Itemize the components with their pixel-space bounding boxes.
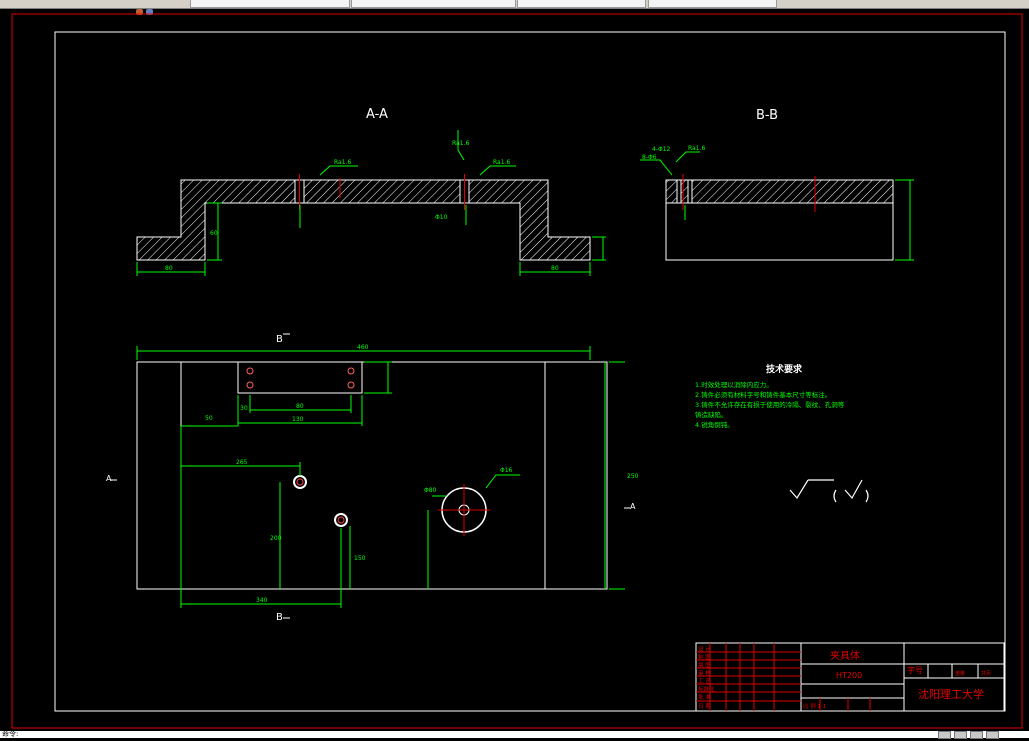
properties-icon[interactable] xyxy=(146,9,153,15)
slot-hole-2 xyxy=(246,381,254,389)
tab-1[interactable] xyxy=(190,0,350,8)
sheet-inner-border xyxy=(54,31,1006,712)
command-line[interactable]: 命令: xyxy=(0,730,1029,741)
plan-dim-left-step: 50 xyxy=(205,415,213,422)
tech-req-line-5: 4.锐角倒钝。 xyxy=(695,420,734,429)
tb-row-3: 描 图 xyxy=(698,661,711,669)
tb-row-5: 工 艺 xyxy=(698,678,711,685)
plan-dim-hole-x1: 265 xyxy=(236,459,248,466)
section-bb-body xyxy=(665,202,894,261)
tb-material: HT200 xyxy=(836,671,862,680)
view-a-mark-left: A xyxy=(106,474,112,483)
bb-hole-b xyxy=(687,179,693,204)
tech-req-line-1: 1.时效处理以消除内应力。 xyxy=(695,380,773,389)
command-prompt: 命令: xyxy=(2,730,19,738)
tb-row-8: 日 期 xyxy=(698,703,711,710)
slot-hole-1 xyxy=(246,367,254,375)
roughness-symbol xyxy=(789,479,869,503)
plan-dim-big-hole: Φ80 xyxy=(424,487,437,494)
slot-hole-3 xyxy=(347,367,355,375)
slot-hole-4 xyxy=(347,381,355,389)
aa-dimensions xyxy=(136,130,606,276)
tab-4[interactable] xyxy=(648,0,777,8)
bb-hole-a xyxy=(676,179,682,204)
toolbar-icons[interactable] xyxy=(136,0,176,15)
title-block-red-grid xyxy=(696,643,871,711)
tech-req-title: 技术要求 xyxy=(766,363,803,375)
aa-roughness-mid: Ra1.6 xyxy=(493,159,510,166)
tb-row-2: 制 图 xyxy=(698,653,711,661)
tb-school: 沈阳理工大学 xyxy=(918,687,984,701)
section-bb-label: B-B xyxy=(756,108,778,123)
bb-dimensions xyxy=(640,151,914,261)
sheet-outer-border xyxy=(11,13,1023,729)
plan-dimensions xyxy=(136,346,625,608)
document-tab-bar xyxy=(0,0,1029,15)
tb-header-1: 重量 xyxy=(955,670,965,677)
tb-row-4: 审 核 xyxy=(698,669,711,677)
locating-hole-1-inner xyxy=(296,478,304,486)
plan-dim-hole-y1: 200 xyxy=(270,535,282,542)
tb-header-2: 共页 xyxy=(981,670,991,677)
aa-dim-height: 60 xyxy=(210,230,218,237)
tb-row-1: 设 计 xyxy=(698,645,711,653)
plan-dim-hole-y2: 150 xyxy=(354,555,366,562)
plan-slot xyxy=(237,361,363,394)
tb-scale: 比 例 1:1 xyxy=(803,702,826,710)
tech-req-line-3: 3.铸件不允许存在有损于使用的冷隔、裂纹、孔洞等 xyxy=(695,400,845,409)
cad-model-space[interactable]: A-A Ra1.6 Ra1.6 Ra1.6 80 80 60 Φ10 B-B xyxy=(0,8,1029,731)
plan-dim-overall: 460 xyxy=(357,344,369,351)
section-bb-hatch xyxy=(665,179,894,204)
tab-3[interactable] xyxy=(517,0,646,8)
view-b-mark-bottom: B xyxy=(276,612,283,623)
aa-roughness-vertical: Ra1.6 xyxy=(452,140,469,147)
plan-outline xyxy=(136,361,608,590)
plan-dim-slot-width: 130 xyxy=(292,416,304,423)
tech-req-line-2: 2.铸件必须有材料字号和铸件基本尺寸等标注。 xyxy=(695,390,831,399)
section-aa-profile xyxy=(136,179,591,261)
layer-icon[interactable] xyxy=(136,9,143,15)
tb-row-6: 标准化 xyxy=(698,685,715,693)
plan-dim-slot-inner: 80 xyxy=(296,403,304,410)
view-a-mark-right: A xyxy=(630,502,636,511)
bb-dim-top: 8-Φ6 xyxy=(642,154,657,161)
aa-roughness-left: Ra1.6 xyxy=(334,159,351,166)
aa-dim-mid: Φ10 xyxy=(435,214,448,221)
plan-dim-height: 250 xyxy=(627,473,639,480)
tb-field-label: 字号 xyxy=(907,665,923,675)
aa-dim-left-width: 80 xyxy=(165,265,173,272)
locating-hole-2-inner xyxy=(337,516,345,524)
title-block xyxy=(695,642,1005,712)
tab-2[interactable] xyxy=(351,0,516,8)
tb-row-7: 批 准 xyxy=(698,693,711,701)
tb-part-name: 夹具体 xyxy=(830,649,860,662)
view-b-mark-top: B xyxy=(276,334,283,345)
plan-dim-slot-x: 30 xyxy=(240,405,248,412)
tech-req-line-4: 铸造缺陷。 xyxy=(695,410,728,419)
status-toggles xyxy=(938,731,1002,741)
plan-dim-hole-x2: 340 xyxy=(256,597,268,604)
locating-hole-2 xyxy=(334,513,348,527)
section-aa-label: A-A xyxy=(366,107,388,122)
plan-dim-big-hole-r: Φ16 xyxy=(500,467,513,474)
aa-dim-right-width: 80 xyxy=(551,265,559,272)
bb-roughness: Ra1.6 xyxy=(688,145,705,152)
bb-dim-hole: 4-Φ12 xyxy=(652,146,671,153)
locating-hole-1 xyxy=(293,475,307,489)
